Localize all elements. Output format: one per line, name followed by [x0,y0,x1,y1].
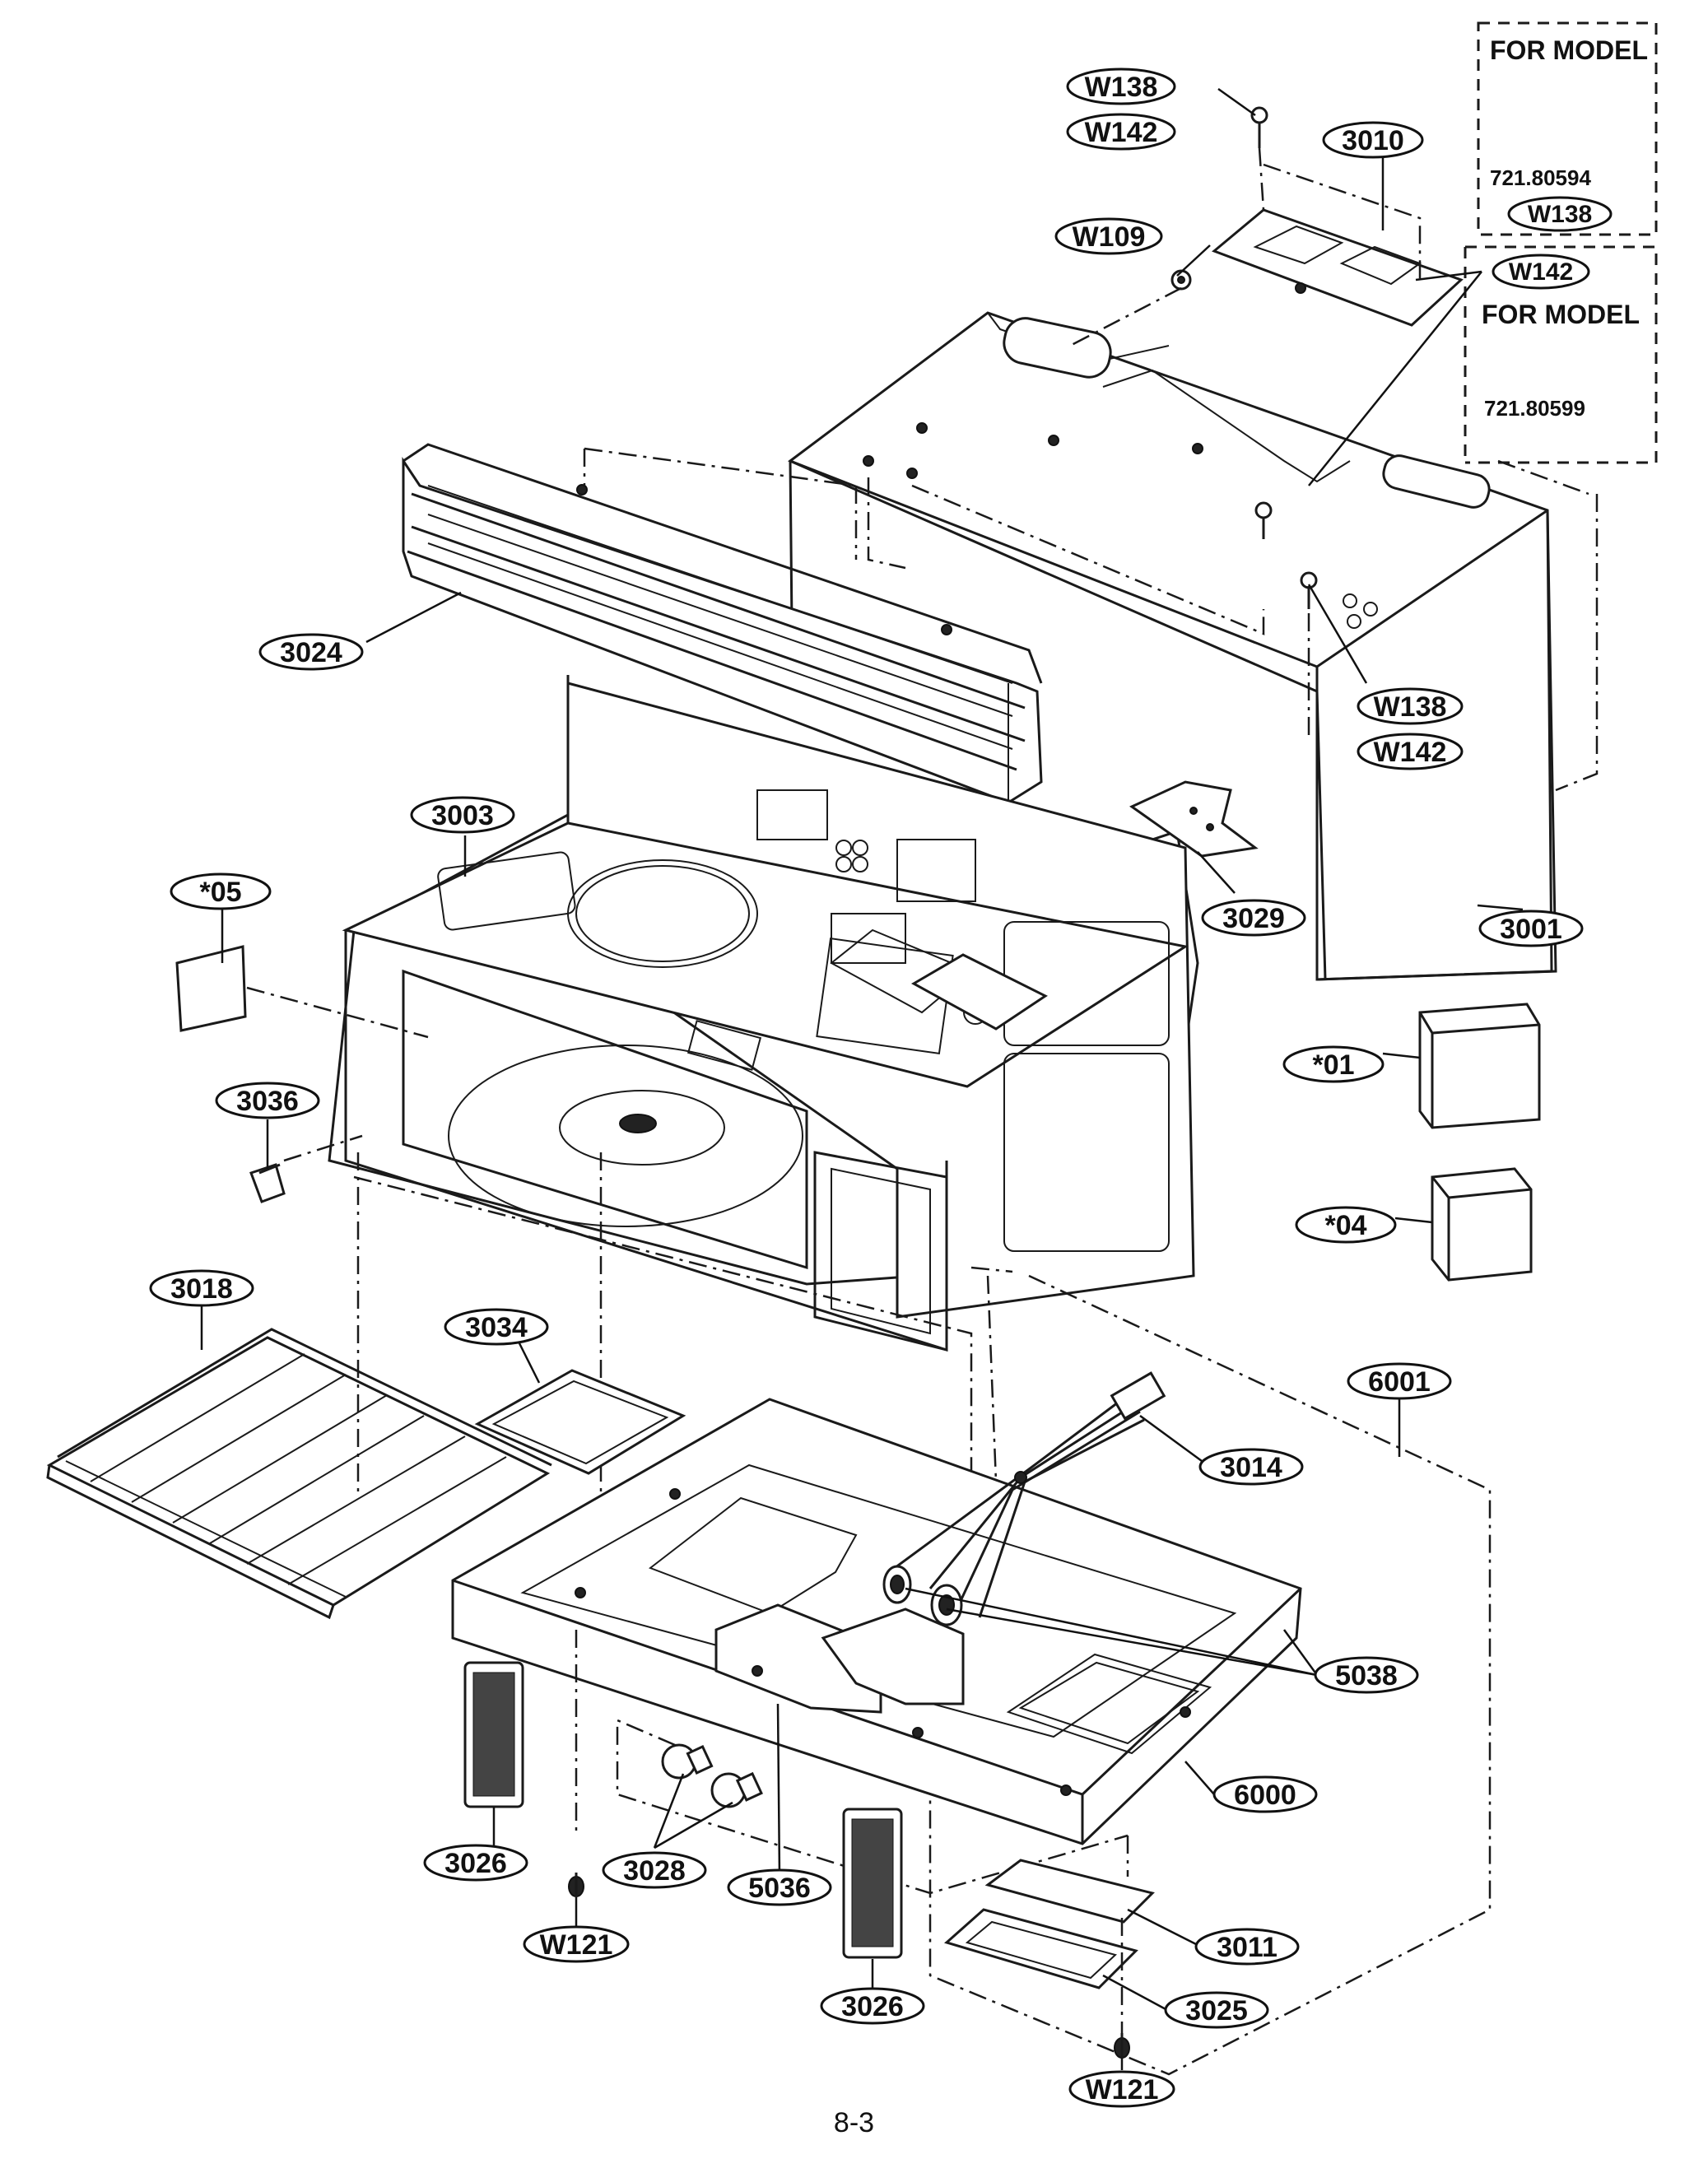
callout-5038: 5038 [1314,1656,1419,1694]
callout-3003: 3003 [410,796,515,834]
svg-text:3001: 3001 [1500,914,1562,945]
wire-harness-3014 [882,1371,1166,1626]
callout-3028: 3028 [602,1851,707,1889]
callout-w142-side: W142 [1357,733,1464,770]
cover-3034 [474,1369,686,1475]
carton-01 [1418,1003,1541,1129]
callout-3034: 3034 [444,1308,549,1346]
callout-3018: 3018 [149,1269,254,1307]
svg-text:3003: 3003 [431,800,494,831]
page-number: 8-3 [833,2107,875,2138]
svg-text:3036: 3036 [236,1086,299,1117]
model-note-2-part: W142 [1509,258,1573,286]
svg-text:3018: 3018 [170,1273,233,1305]
svg-text:W142: W142 [1085,117,1158,148]
model-note-box-2: W142 FOR MODEL 721.80599 [1464,245,1658,464]
svg-text:5036: 5036 [748,1873,811,1904]
callout-3014: 3014 [1198,1448,1304,1486]
lens-3011 [984,1859,1155,1924]
callout-3010: 3010 [1322,121,1424,159]
oven-cavity-3003 [328,675,1199,1352]
callout-w109: W109 [1054,217,1163,255]
svg-text:W121: W121 [1086,2074,1159,2105]
callout-5036: 5036 [727,1868,832,1906]
svg-text:3010: 3010 [1342,125,1404,156]
callout-6001: 6001 [1347,1362,1452,1400]
callout-w121-right: W121 [1068,2070,1175,2108]
model-note-1-part: W138 [1528,201,1592,228]
model-note-1-part-ellipse [1507,196,1613,232]
screw-w121-left [568,1873,584,1897]
svg-text:3029: 3029 [1222,903,1285,934]
grease-filter-3026-left [463,1661,524,1808]
model-note-box-1: FOR MODEL 721.80594 W138 [1477,21,1658,236]
callout-05: *05 [170,872,272,910]
screw-w138-side-2 [1254,501,1273,539]
svg-text:3014: 3014 [1220,1452,1282,1483]
callout-3011: 3011 [1194,1928,1300,1966]
callout-w138-side: W138 [1357,687,1464,725]
svg-text:3026: 3026 [444,1848,507,1879]
callout-3025: 3025 [1164,1991,1269,2029]
svg-text:*01: *01 [1312,1049,1354,1081]
svg-text:6000: 6000 [1234,1780,1296,1811]
callout-3026-left: 3026 [423,1844,528,1882]
callout-04: *04 [1295,1206,1397,1244]
callout-w138-top: W138 [1066,67,1176,105]
model-note-1-model: 721.80594 [1490,165,1591,190]
callout-3024: 3024 [258,633,364,671]
svg-text:3025: 3025 [1185,1995,1248,2026]
callout-3036: 3036 [215,1082,320,1119]
svg-text:3034: 3034 [465,1312,528,1343]
svg-text:W109: W109 [1073,221,1146,253]
screw-w121-right [1114,2033,1130,2059]
model-note-2-heading: FOR MODEL [1482,300,1640,329]
callout-w121-left: W121 [523,1925,630,1963]
svg-text:W138: W138 [1085,72,1158,103]
svg-text:*05: *05 [199,877,241,908]
callout-w142-top: W142 [1066,113,1176,151]
base-plate-6000 [451,1398,1302,1845]
svg-text:W121: W121 [540,1929,613,1961]
callout-3029: 3029 [1201,899,1306,937]
screw-w109 [1170,269,1192,291]
svg-text:3028: 3028 [623,1855,686,1887]
svg-text:W142: W142 [1374,737,1447,768]
light-bulbs-3028 [661,1743,763,1808]
model-note-1-heading: FOR MODEL [1490,35,1648,65]
latch-3036 [249,1163,286,1203]
model-note-2-model: 721.80599 [1484,396,1585,421]
svg-text:*04: *04 [1324,1210,1366,1241]
screw-w138-side-1 [1300,571,1318,609]
grease-filter-3026-right [842,1808,903,1959]
carton-04 [1431,1167,1533,1282]
callout-3026-right: 3026 [820,1987,925,2025]
svg-text:3011: 3011 [1217,1932,1278,1963]
svg-text:3026: 3026 [841,1991,904,2022]
svg-text:5038: 5038 [1335,1660,1398,1691]
model-note-2-part-ellipse [1492,254,1590,290]
lamp-frame-3025 [943,1908,1138,1989]
svg-text:6001: 6001 [1368,1366,1431,1398]
callout-01: *01 [1282,1045,1385,1083]
top-plate-3010 [1212,208,1464,327]
screw-w138-top [1250,106,1268,148]
front-grille-3024 [402,443,1043,804]
outer-cabinet-3001 [788,311,1557,981]
svg-text:W138: W138 [1374,691,1447,723]
svg-text:3024: 3024 [280,637,342,668]
label-part-05 [175,945,247,1032]
callout-6000: 6000 [1212,1775,1318,1813]
wire-rack-3018 [46,1328,552,1620]
callout-3001: 3001 [1478,910,1584,947]
